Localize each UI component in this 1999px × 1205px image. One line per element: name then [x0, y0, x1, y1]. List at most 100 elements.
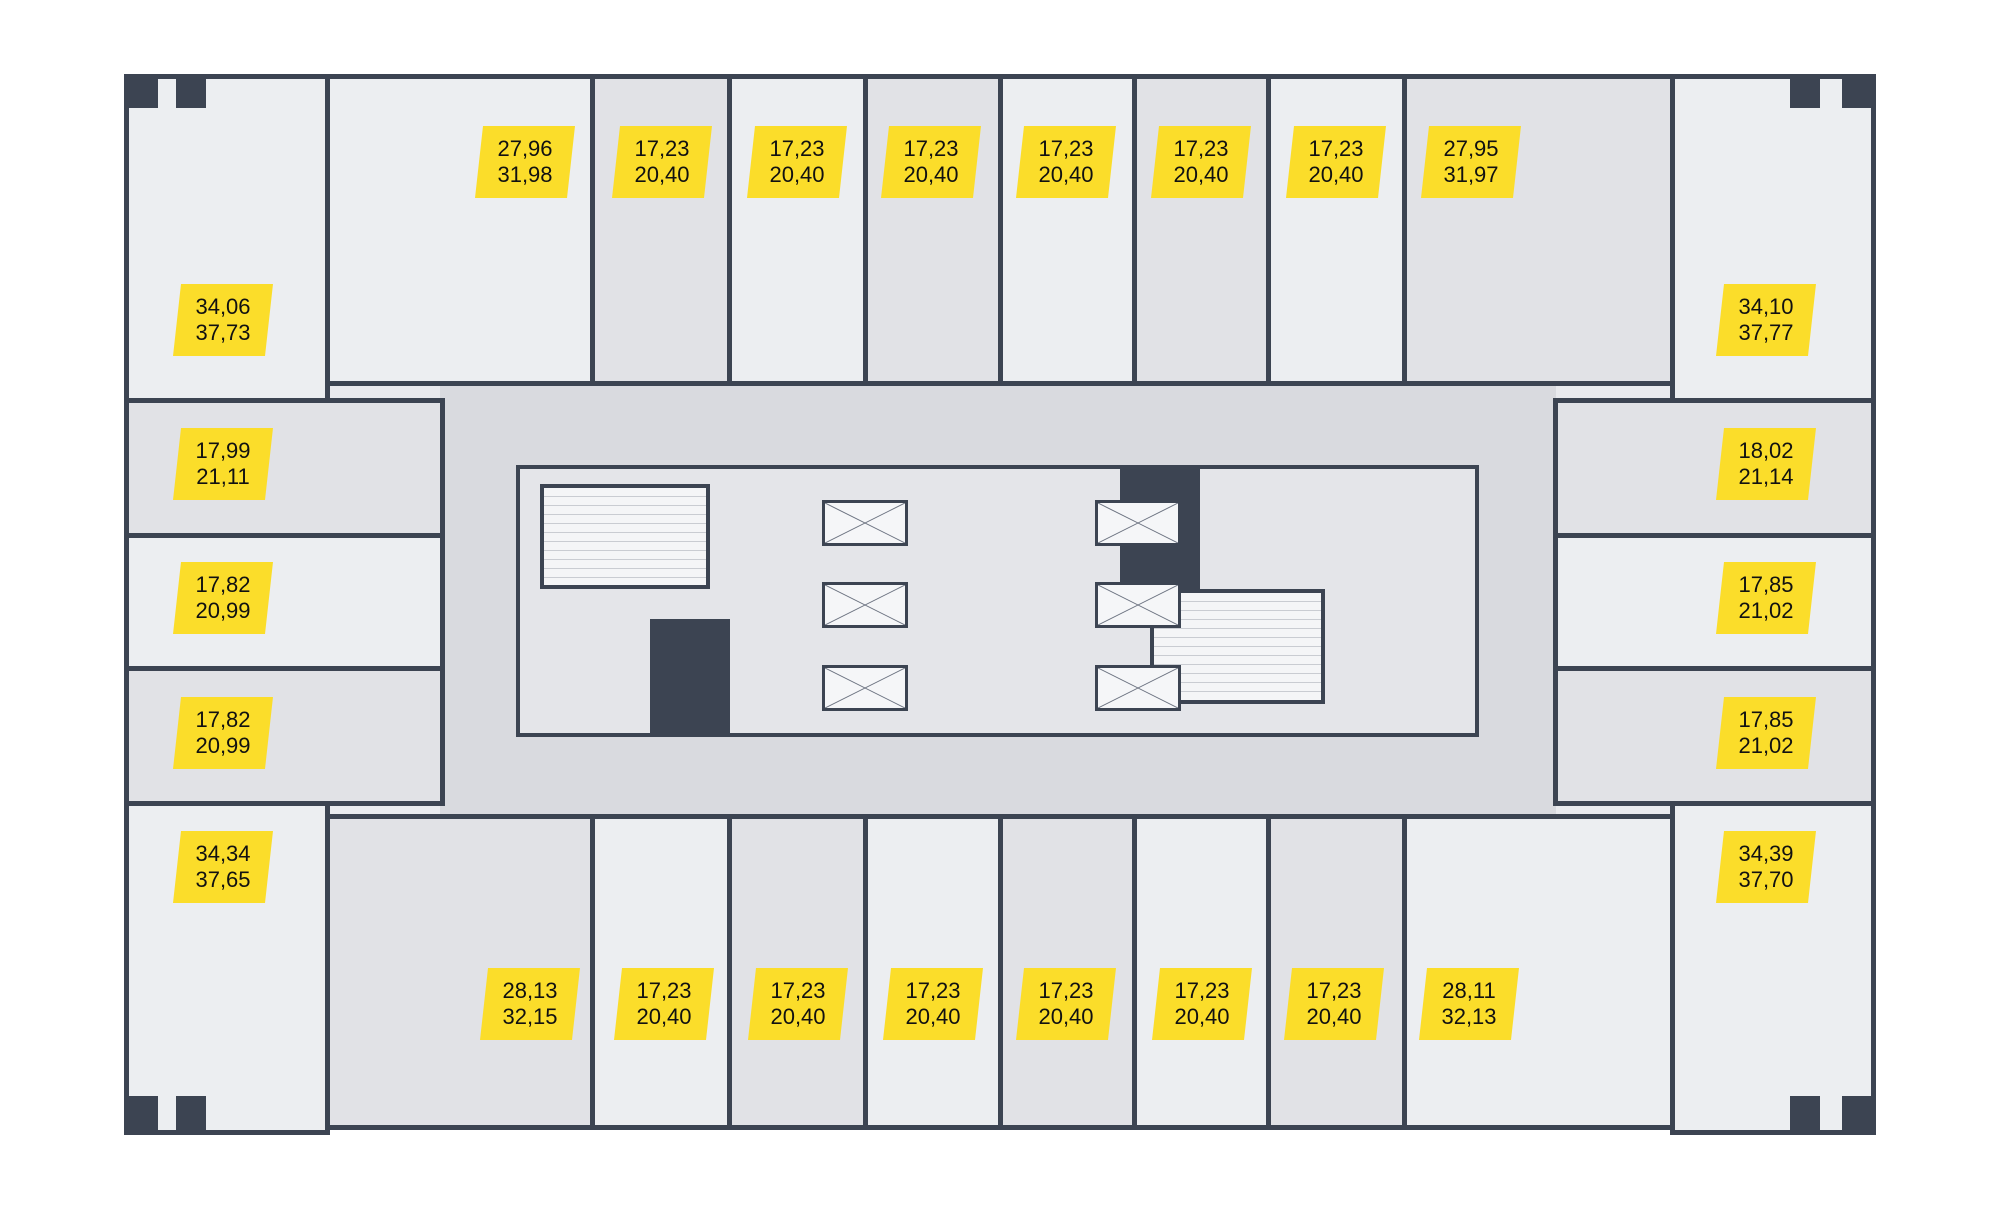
living-area: 17,82: [195, 707, 251, 732]
wall-corner: [176, 74, 206, 108]
total-area: 20,40: [1038, 1004, 1094, 1029]
apartment-top: [325, 74, 595, 386]
apartment-top: [590, 74, 732, 386]
total-area: 37,70: [1738, 867, 1794, 892]
total-area: 20,40: [636, 1004, 692, 1029]
wall-corner: [1790, 1096, 1820, 1130]
total-area: 37,73: [195, 320, 251, 345]
living-area: 17,23: [636, 978, 692, 1003]
living-area: 17,23: [905, 978, 961, 1003]
total-area: 20,40: [903, 162, 959, 187]
total-area: 21,02: [1738, 733, 1794, 758]
total-area: 20,40: [770, 1004, 826, 1029]
total-area: 21,11: [196, 464, 250, 489]
total-area: 20,40: [1038, 162, 1094, 187]
total-area: 20,40: [1306, 1004, 1362, 1029]
staircase-left: [540, 484, 710, 589]
living-area: 34,06: [195, 294, 251, 319]
total-area: 32,13: [1441, 1004, 1497, 1029]
total-area: 31,98: [497, 162, 553, 187]
living-area: 27,95: [1443, 136, 1499, 161]
living-area: 17,23: [1174, 978, 1230, 1003]
living-area: 27,96: [497, 136, 553, 161]
total-area: 21,02: [1738, 598, 1794, 623]
apartment-left: [124, 533, 445, 671]
wall-corner: [1842, 74, 1876, 108]
elevator: [822, 582, 908, 628]
living-area: 17,23: [903, 136, 959, 161]
living-area: 17,85: [1738, 572, 1794, 597]
living-area: 34,10: [1738, 294, 1794, 319]
apartment-top: [998, 74, 1137, 386]
shaft-left: [650, 619, 730, 737]
living-area: 17,23: [634, 136, 690, 161]
apartment-top: [863, 74, 1003, 386]
apartment-right: [1553, 533, 1876, 671]
wall-corner: [124, 1096, 158, 1130]
living-area: 17,23: [1306, 978, 1362, 1003]
total-area: 20,99: [195, 733, 251, 758]
elevator: [1095, 665, 1181, 711]
apartment-top: [1266, 74, 1407, 386]
living-area: 17,23: [1173, 136, 1229, 161]
apartment-left: [124, 666, 445, 806]
wall-corner: [1790, 74, 1820, 108]
building-core: [516, 465, 1479, 737]
wall-corner: [124, 74, 158, 108]
elevator: [822, 500, 908, 546]
total-area: 20,40: [1174, 1004, 1230, 1029]
total-area: 20,40: [769, 162, 825, 187]
total-area: 37,77: [1738, 320, 1794, 345]
total-area: 31,97: [1443, 162, 1499, 187]
living-area: 17,99: [195, 438, 251, 463]
elevator: [1095, 500, 1181, 546]
elevator: [822, 665, 908, 711]
elevator: [1095, 582, 1181, 628]
living-area: 28,11: [1442, 978, 1496, 1003]
apartment-left: [124, 398, 445, 538]
living-area: 18,02: [1738, 438, 1794, 463]
total-area: 20,40: [1308, 162, 1364, 187]
total-area: 20,40: [1173, 162, 1229, 187]
living-area: 17,23: [1308, 136, 1364, 161]
living-area: 17,23: [770, 978, 826, 1003]
living-area: 34,34: [195, 841, 251, 866]
living-area: 17,23: [1038, 136, 1094, 161]
wall-corner: [176, 1096, 206, 1130]
living-area: 28,13: [502, 978, 558, 1003]
total-area: 21,14: [1738, 464, 1794, 489]
apartment-top: [1402, 74, 1675, 386]
living-area: 34,39: [1738, 841, 1794, 866]
total-area: 20,99: [195, 598, 251, 623]
wall-corner: [1842, 1096, 1876, 1130]
apartment-right: [1553, 666, 1876, 806]
living-area: 17,23: [769, 136, 825, 161]
living-area: 17,23: [1038, 978, 1094, 1003]
